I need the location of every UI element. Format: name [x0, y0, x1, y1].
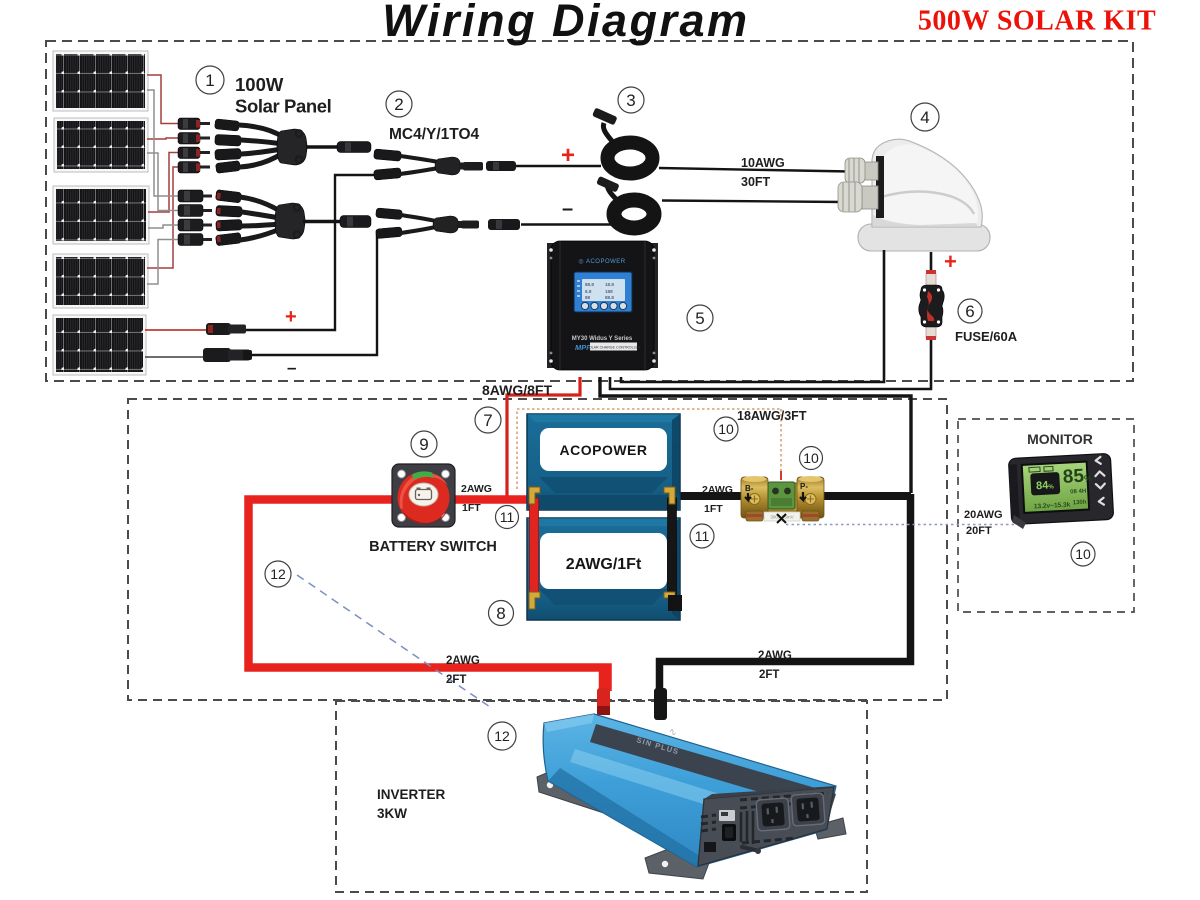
svg-text:10: 10 — [1075, 546, 1091, 562]
svg-text:18.8: 18.8 — [605, 282, 614, 287]
svg-text:5: 5 — [695, 309, 704, 328]
svg-text:SOLAR CHARGE CONTROLLER: SOLAR CHARGE CONTROLLER — [586, 346, 641, 350]
svg-text:◎ ACOPOWER: ◎ ACOPOWER — [578, 259, 625, 265]
svg-text:8: 8 — [496, 604, 505, 623]
svg-text:–: – — [287, 358, 296, 377]
svg-text:10: 10 — [718, 421, 734, 437]
svg-text:130h: 130h — [1073, 500, 1087, 507]
svg-text:3: 3 — [626, 91, 635, 110]
svg-text:20AWG: 20AWG — [964, 509, 1003, 521]
svg-text:10AWG: 10AWG — [741, 156, 785, 170]
svg-text:+: + — [561, 142, 575, 169]
svg-text:+: + — [944, 249, 957, 274]
svg-text:+: + — [285, 306, 297, 328]
svg-text:B-: B- — [745, 484, 754, 493]
svg-text:∿: ∿ — [667, 726, 678, 739]
svg-text:MONITOR: MONITOR — [1027, 431, 1093, 447]
svg-text:4: 4 — [920, 108, 929, 127]
svg-text:3KW: 3KW — [377, 806, 407, 821]
svg-text:MPPT: MPPT — [575, 343, 597, 352]
svg-text:13.2v~15.3k: 13.2v~15.3k — [1034, 501, 1071, 510]
svg-text:2AWG: 2AWG — [446, 655, 480, 667]
svg-text:P-: P- — [800, 482, 808, 491]
svg-text:FUSE/60A: FUSE/60A — [955, 329, 1018, 344]
svg-text:–: – — [562, 198, 573, 220]
svg-text:6: 6 — [965, 302, 974, 321]
svg-text:Wiring Diagram: Wiring Diagram — [382, 0, 749, 46]
svg-text:8AWG/8FT: 8AWG/8FT — [482, 382, 552, 398]
svg-text:88: 88 — [585, 295, 591, 300]
svg-text:2AWG: 2AWG — [702, 484, 733, 496]
svg-text:30FT: 30FT — [741, 175, 771, 189]
svg-text:08 4H: 08 4H — [1070, 489, 1086, 496]
svg-text:11: 11 — [500, 509, 515, 525]
svg-text:2AWG: 2AWG — [758, 650, 792, 662]
svg-text:ACOPOWER: ACOPOWER — [560, 442, 648, 458]
svg-text:88.8: 88.8 — [585, 282, 594, 287]
svg-text:20FT: 20FT — [966, 525, 992, 537]
svg-text:INVERTER: INVERTER — [377, 787, 446, 802]
svg-text:7: 7 — [483, 411, 492, 430]
svg-text:2: 2 — [394, 95, 403, 114]
svg-text:10: 10 — [803, 450, 819, 466]
svg-text:1FT: 1FT — [462, 502, 481, 514]
svg-text:18AWG/3FT: 18AWG/3FT — [737, 409, 807, 423]
svg-text:MY30 Widus Y Series: MY30 Widus Y Series — [572, 336, 633, 342]
svg-text:1: 1 — [205, 71, 214, 90]
svg-text:MC4/Y/1TO4: MC4/Y/1TO4 — [389, 126, 480, 143]
svg-text:100W: 100W — [235, 74, 284, 95]
svg-text:2FT: 2FT — [759, 669, 779, 681]
svg-text:188: 188 — [605, 289, 613, 294]
svg-text:1FT: 1FT — [704, 503, 723, 515]
svg-text:8.8: 8.8 — [585, 289, 592, 294]
svg-text:12: 12 — [494, 728, 510, 744]
svg-text:500W SOLAR KIT: 500W SOLAR KIT — [918, 6, 1156, 37]
svg-text:12: 12 — [270, 566, 286, 582]
svg-text:2FT: 2FT — [446, 674, 466, 686]
svg-text:88.8: 88.8 — [605, 295, 614, 300]
svg-text:11: 11 — [695, 528, 710, 544]
svg-text:2AWG/1Ft: 2AWG/1Ft — [566, 556, 642, 573]
svg-text:BATTERY SWITCH: BATTERY SWITCH — [369, 539, 497, 555]
svg-text:9: 9 — [419, 435, 428, 454]
svg-text:2AWG: 2AWG — [461, 483, 492, 495]
svg-text:Solar Panel: Solar Panel — [235, 96, 331, 117]
